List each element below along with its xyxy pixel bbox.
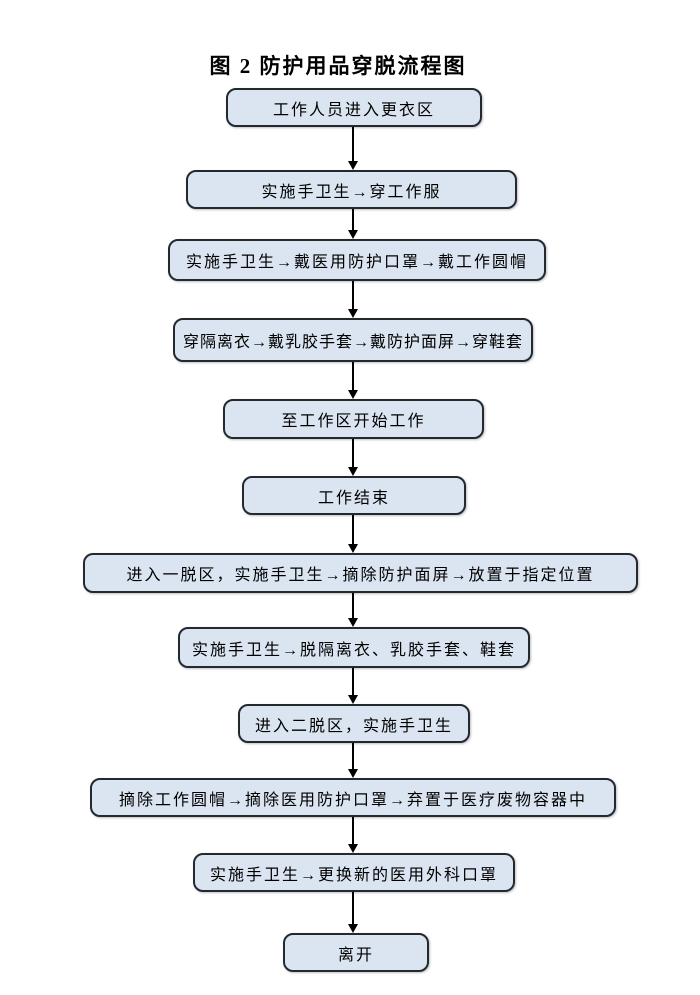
- flow-step-leave: 离开: [283, 933, 429, 972]
- down-arrow-icon: [347, 127, 359, 170]
- flow-step-start-work: 至工作区开始工作: [223, 399, 484, 439]
- down-arrow-icon: [347, 743, 359, 778]
- flow-step-work-finished: 工作结束: [242, 476, 466, 515]
- down-arrow-icon: [347, 515, 359, 553]
- down-arrow-icon: [347, 209, 359, 239]
- flow-step-second-doffing-area: 进入二脱区，实施手卫生: [238, 704, 470, 743]
- down-arrow-icon: [347, 817, 359, 853]
- figure-title: 图 2 防护用品穿脱流程图: [209, 54, 467, 78]
- flow-step-hand-hygiene-workwear: 实施手卫生→穿工作服: [186, 170, 517, 209]
- flow-step-enter-changing-area: 工作人员进入更衣区: [226, 88, 482, 127]
- down-arrow-icon: [347, 668, 359, 704]
- flow-step-remove-cap-mask-dispose: 摘除工作圆帽→摘除医用防护口罩→弃置于医疗废物容器中: [90, 778, 616, 817]
- down-arrow-icon: [347, 362, 359, 399]
- flow-step-first-doffing-area: 进入一脱区，实施手卫生→摘除防护面屏→放置于指定位置: [83, 553, 638, 593]
- down-arrow-icon: [347, 593, 359, 627]
- down-arrow-icon: [347, 892, 359, 933]
- flow-step-remove-gown-gloves-covers: 实施手卫生→脱隔离衣、乳胶手套、鞋套: [178, 627, 530, 668]
- down-arrow-icon: [347, 281, 359, 318]
- flow-step-new-surgical-mask: 实施手卫生→更换新的医用外科口罩: [193, 853, 515, 892]
- flow-step-mask-and-cap: 实施手卫生→戴医用防护口罩→戴工作圆帽: [168, 239, 546, 281]
- flow-step-gown-gloves-faceshield: 穿隔离衣→戴乳胶手套→戴防护面屏→穿鞋套: [173, 318, 533, 362]
- down-arrow-icon: [347, 439, 359, 476]
